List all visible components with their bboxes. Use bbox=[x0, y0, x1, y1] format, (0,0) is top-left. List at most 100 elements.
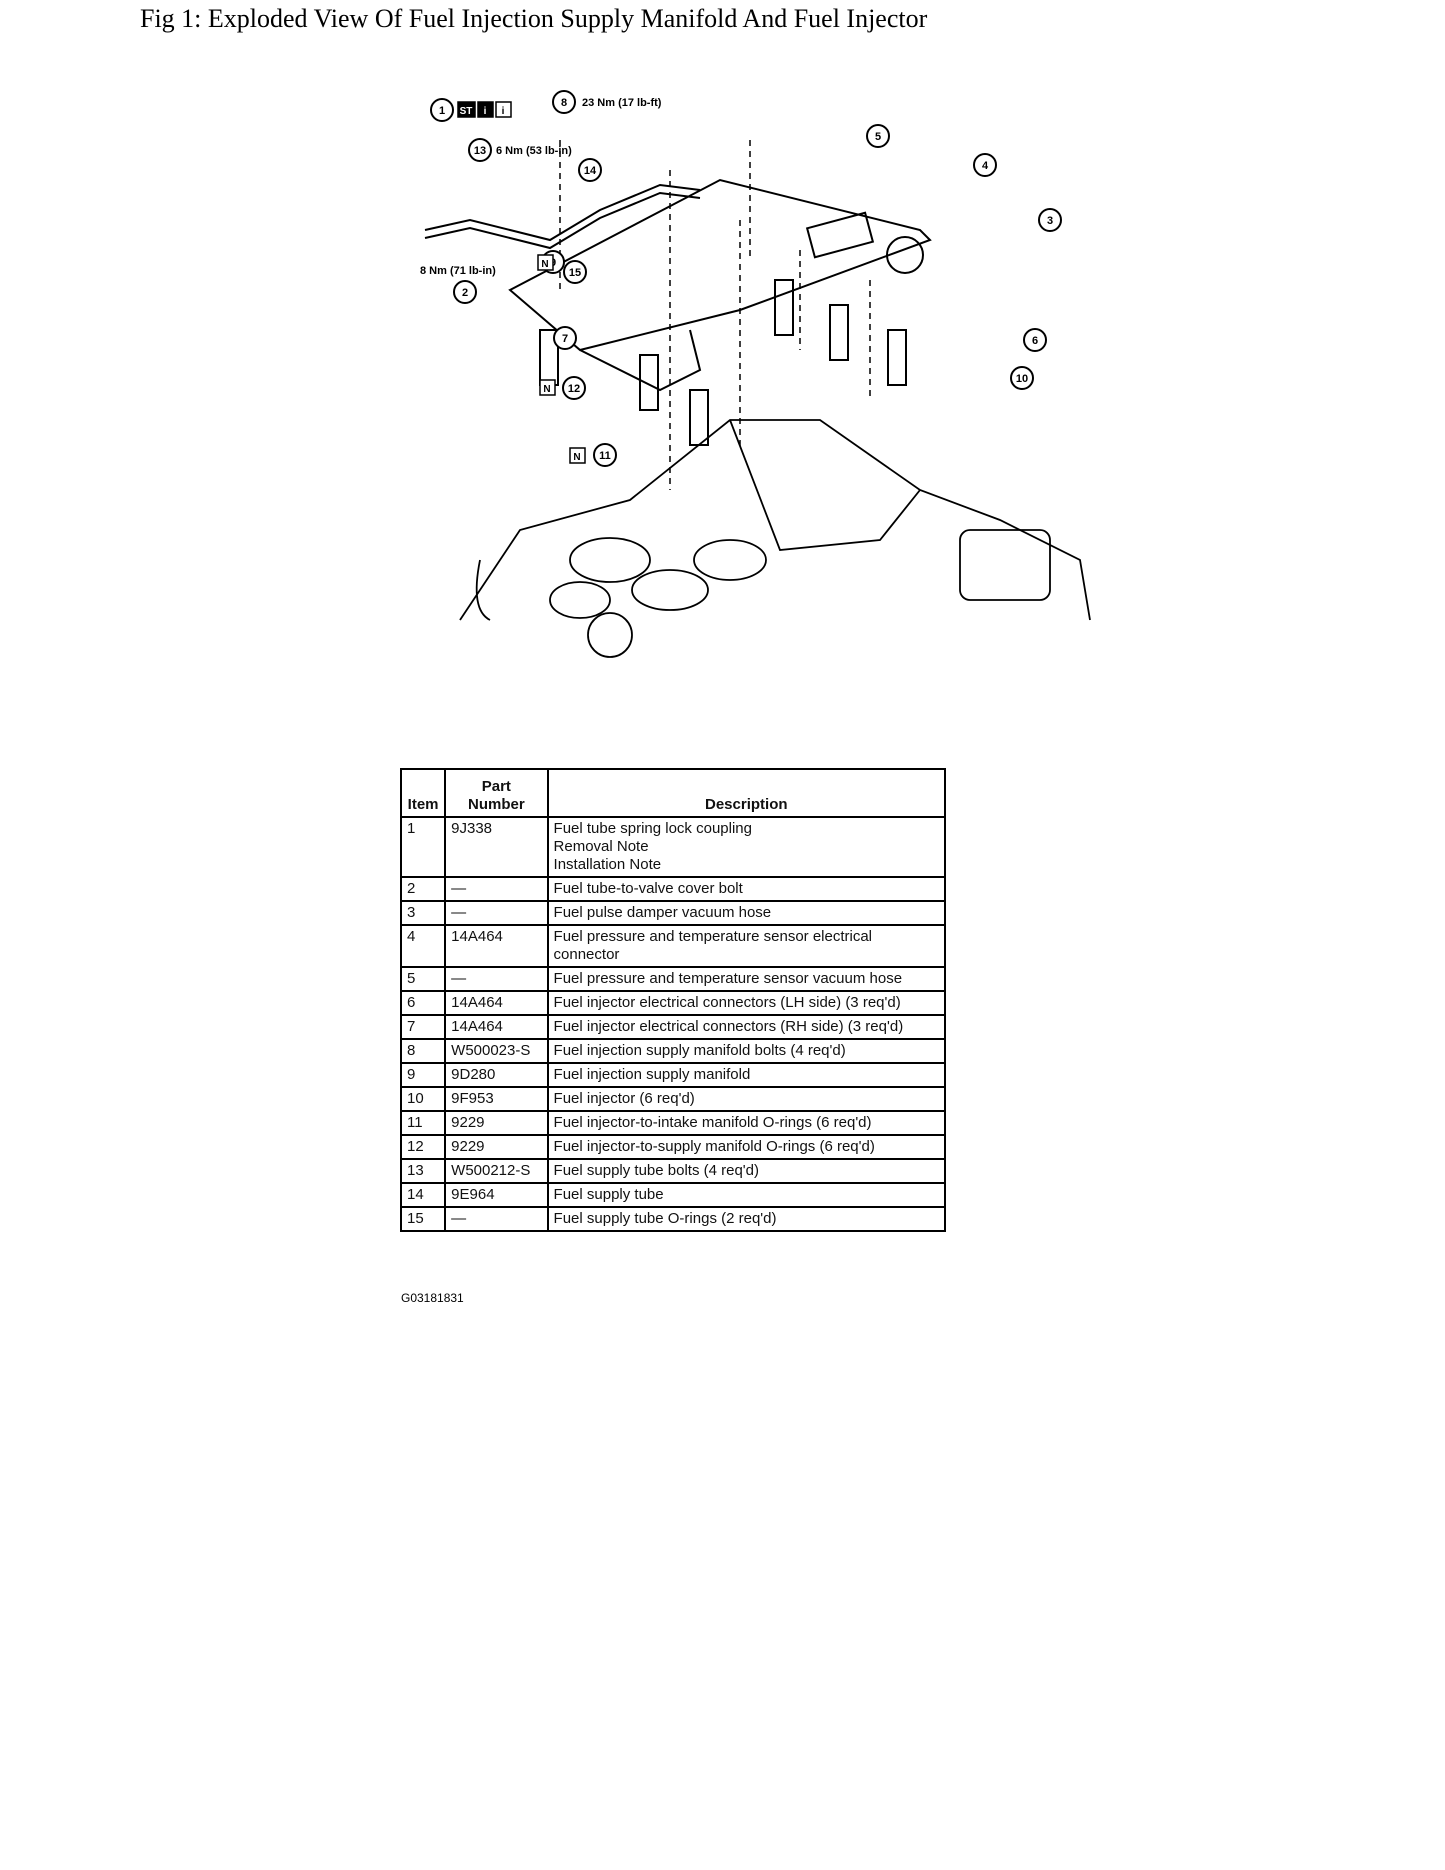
header-item: Item bbox=[399, 768, 447, 818]
badge-n-11: N bbox=[573, 452, 580, 463]
cell-description: Fuel injector-to-supply manifold O-rings… bbox=[546, 1134, 947, 1160]
cell-item: 14 bbox=[399, 1182, 447, 1208]
description-line: Fuel injector-to-intake manifold O-rings… bbox=[553, 1114, 872, 1131]
svg-text:3: 3 bbox=[1047, 215, 1053, 227]
svg-text:7: 7 bbox=[562, 333, 568, 345]
torque-label-8: 23 Nm (17 lb-ft) bbox=[582, 97, 662, 109]
cell-item: 2 bbox=[399, 876, 447, 902]
cell-item: 1 bbox=[399, 816, 447, 878]
cell-description: Fuel injector (6 req'd) bbox=[546, 1086, 947, 1112]
cell-description: Fuel injector electrical connectors (RH … bbox=[546, 1014, 947, 1040]
description-line: Fuel pulse damper vacuum hose bbox=[553, 904, 772, 921]
table-row: 5—Fuel pressure and temperature sensor v… bbox=[399, 966, 947, 992]
svg-text:2: 2 bbox=[462, 287, 468, 299]
cell-item: 4 bbox=[399, 924, 447, 968]
table-row: 3—Fuel pulse damper vacuum hose bbox=[399, 900, 947, 926]
cell-part-number: 9J338 bbox=[444, 816, 549, 878]
svg-text:13: 13 bbox=[474, 145, 486, 157]
cell-part-number: 9D280 bbox=[444, 1062, 549, 1088]
description-line: Fuel injector electrical connectors (LH … bbox=[553, 994, 901, 1011]
cell-part-number: 14A464 bbox=[444, 1014, 549, 1040]
cell-description: Fuel injector-to-intake manifold O-rings… bbox=[546, 1110, 947, 1136]
description-line: Fuel injector (6 req'd) bbox=[553, 1090, 695, 1107]
exploded-view-diagram: 1 8 13 14 5 4 3 15 2 7 6 10 12 11 9 23 N… bbox=[400, 90, 1100, 750]
cell-item: 7 bbox=[399, 1014, 447, 1040]
description-line: Fuel injector electrical connectors (RH … bbox=[553, 1018, 904, 1035]
header-part-line1: Part bbox=[481, 778, 511, 795]
svg-text:4: 4 bbox=[982, 160, 989, 172]
badge-i-1: i bbox=[484, 106, 487, 117]
svg-text:1: 1 bbox=[439, 105, 445, 117]
cell-part-number: 9E964 bbox=[444, 1182, 549, 1208]
torque-label-13: 6 Nm (53 lb-in) bbox=[496, 145, 572, 157]
description-line: Fuel injection supply manifold bolts (4 … bbox=[553, 1042, 846, 1059]
description-line: Fuel pressure and temperature sensor vac… bbox=[553, 970, 903, 987]
table-row: 2—Fuel tube-to-valve cover bolt bbox=[399, 876, 947, 902]
description-line: Installation Note bbox=[553, 856, 662, 873]
fuel-supply-tube bbox=[424, 183, 701, 242]
description-line: Fuel tube spring lock coupling bbox=[553, 820, 752, 837]
figure-title: Fig 1: Exploded View Of Fuel Injection S… bbox=[140, 4, 928, 33]
cell-part-number: W500023-S bbox=[444, 1038, 549, 1064]
cell-item: 5 bbox=[399, 966, 447, 992]
cell-part-number: 14A464 bbox=[444, 924, 549, 968]
description-line: Fuel supply tube bbox=[553, 1186, 664, 1203]
cell-part-number: — bbox=[444, 966, 549, 992]
cell-description: Fuel injector electrical connectors (LH … bbox=[546, 990, 947, 1016]
description-line: Fuel tube-to-valve cover bolt bbox=[553, 880, 743, 897]
description-line: connector bbox=[553, 946, 620, 963]
cell-part-number: — bbox=[444, 1206, 549, 1232]
injector-group bbox=[539, 279, 907, 446]
figure-code: G03181831 bbox=[401, 1291, 464, 1305]
description-line: Fuel injector-to-supply manifold O-rings… bbox=[553, 1138, 875, 1155]
description-line: Fuel pressure and temperature sensor ele… bbox=[553, 928, 873, 945]
badge-n-15: N bbox=[541, 259, 548, 270]
cell-part-number: 14A464 bbox=[444, 990, 549, 1016]
engine-block bbox=[459, 419, 1091, 658]
description-line: Fuel injection supply manifold bbox=[553, 1066, 751, 1083]
pressure-sensor bbox=[805, 211, 875, 259]
header-description: Description bbox=[546, 768, 947, 818]
cell-part-number: 9F953 bbox=[444, 1086, 549, 1112]
cell-description: Fuel pulse damper vacuum hose bbox=[546, 900, 947, 926]
cell-item: 8 bbox=[399, 1038, 447, 1064]
table-header-row: Item Part Number Description bbox=[399, 768, 947, 818]
cell-part-number: W500212-S bbox=[444, 1158, 549, 1184]
badge-st: ST bbox=[460, 106, 473, 117]
svg-text:5: 5 bbox=[875, 131, 881, 143]
cell-description: Fuel supply tube O-rings (2 req'd) bbox=[546, 1206, 947, 1232]
badge-n-12: N bbox=[543, 384, 550, 395]
cell-item: 11 bbox=[399, 1110, 447, 1136]
cell-description: Fuel supply tube bbox=[546, 1182, 947, 1208]
header-part-number: Part Number bbox=[444, 768, 549, 818]
cell-description: Fuel pressure and temperature sensor ele… bbox=[546, 924, 947, 968]
cell-description: Fuel injection supply manifold bbox=[546, 1062, 947, 1088]
cell-description: Fuel injection supply manifold bolts (4 … bbox=[546, 1038, 947, 1064]
cell-description: Fuel tube-to-valve cover bolt bbox=[546, 876, 947, 902]
pulse-damper bbox=[886, 236, 924, 274]
cell-item: 9 bbox=[399, 1062, 447, 1088]
svg-text:11: 11 bbox=[599, 450, 611, 462]
description-line: Fuel supply tube O-rings (2 req'd) bbox=[553, 1210, 777, 1227]
svg-text:14: 14 bbox=[584, 165, 597, 177]
table-row: 15—Fuel supply tube O-rings (2 req'd) bbox=[399, 1206, 947, 1232]
svg-text:6: 6 bbox=[1032, 335, 1038, 347]
description-line: Removal Note bbox=[553, 838, 649, 855]
cell-part-number: 9229 bbox=[444, 1110, 549, 1136]
cell-description: Fuel pressure and temperature sensor vac… bbox=[546, 966, 947, 992]
svg-text:12: 12 bbox=[568, 383, 580, 395]
header-part-line2: Number bbox=[468, 796, 525, 813]
cell-item: 6 bbox=[399, 990, 447, 1016]
